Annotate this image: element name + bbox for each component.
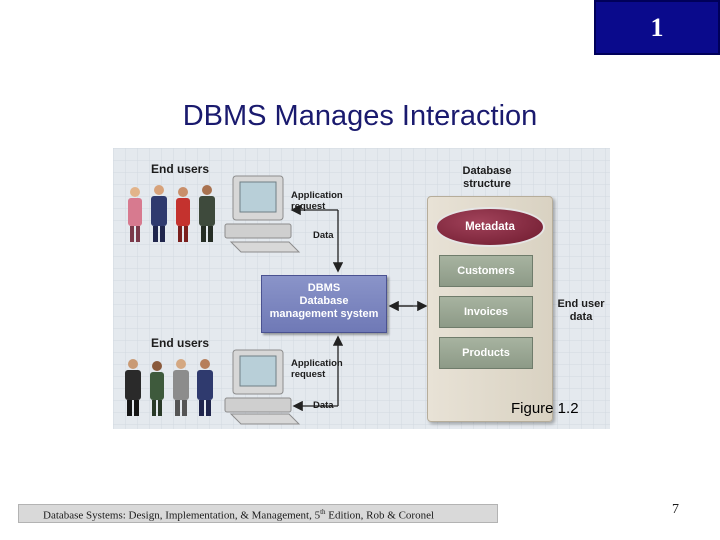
dbms-label-line2: Database xyxy=(299,295,349,307)
computer-bottom-icon xyxy=(224,349,301,425)
dbms-label-line1: DBMS xyxy=(307,282,341,294)
page-number: 7 xyxy=(672,502,679,517)
bottom-request-arrows xyxy=(292,335,344,412)
database-structure-line2: structure xyxy=(463,178,511,190)
end-user-data-label: End user data xyxy=(553,298,609,324)
footer-text-main: Database Systems: Design, Implementation… xyxy=(43,509,321,522)
footer-superscript: th xyxy=(320,508,326,516)
figure-caption: Figure 1.2 xyxy=(511,400,579,417)
footer-text: Database Systems: Design, Implementation… xyxy=(43,508,434,522)
application-request-top-label: Application request xyxy=(291,190,343,212)
customers-table: Customers xyxy=(439,255,533,287)
chapter-number-badge: 1 xyxy=(594,0,720,55)
dbms-interaction-figure: End users End users Application request … xyxy=(113,148,610,429)
data-bottom-label: Data xyxy=(313,400,334,411)
data-top-label: Data xyxy=(313,230,334,241)
end-users-bottom-people xyxy=(125,359,213,416)
products-table: Products xyxy=(439,337,533,369)
database-structure-label: Database structure xyxy=(447,165,527,191)
end-users-top-people xyxy=(128,185,215,242)
footer-bar xyxy=(18,504,498,523)
dbms-label-line3: management system xyxy=(269,308,379,320)
top-request-arrows xyxy=(290,204,344,273)
dbms-box: DBMS Database management system xyxy=(261,275,387,333)
footer-text-end: Edition, Rob & Coronel xyxy=(325,509,435,522)
slide-title: DBMS Manages Interaction xyxy=(182,100,538,132)
end-users-top-label: End users xyxy=(151,162,210,176)
application-request-bottom-label: Application request xyxy=(291,358,343,380)
computer-top-icon xyxy=(224,175,301,253)
end-users-bottom-label: End users xyxy=(151,336,210,350)
invoices-table: Invoices xyxy=(439,296,533,328)
database-structure-line1: Database xyxy=(462,165,512,177)
end-user-data-line1: End user xyxy=(557,298,605,310)
metadata-ellipse: Metadata xyxy=(435,207,545,247)
end-user-data-line2: data xyxy=(569,311,593,323)
